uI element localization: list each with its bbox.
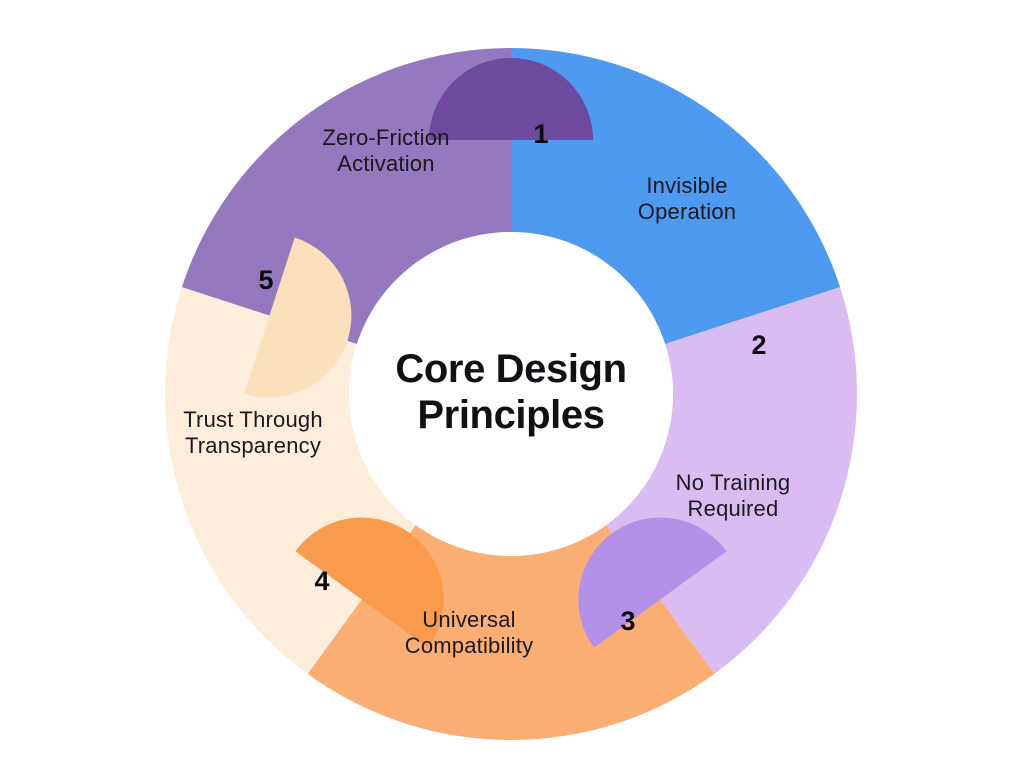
- badges-group: [244, 58, 727, 648]
- badge-disc-3[interactable]: [295, 517, 444, 648]
- badge-number-2: 2: [751, 330, 766, 360]
- badge-number-3: 3: [620, 606, 635, 636]
- badge-number-4: 4: [314, 566, 329, 596]
- segment-label-line1-4: Universal: [422, 607, 516, 632]
- segment-label-line2-1: Activation: [337, 151, 434, 176]
- segment-label-line1-2: Invisible: [646, 173, 727, 198]
- segment-1[interactable]: [511, 48, 841, 344]
- badge-disc-5[interactable]: [429, 58, 593, 140]
- segment-label-line1-1: Zero-Friction: [322, 125, 449, 150]
- segment-5[interactable]: [181, 48, 511, 344]
- segment-label-line2-4: Compatibility: [405, 633, 534, 658]
- badge-number-1: 1: [533, 119, 548, 149]
- badge-disc-4[interactable]: [244, 237, 352, 398]
- center-title-line2: Principles: [417, 393, 604, 437]
- segment-label-line2-5: Transparency: [185, 433, 321, 458]
- segment-label-line1-5: Trust Through: [183, 407, 323, 432]
- center-title-line1: Core Design: [395, 347, 626, 391]
- segment-label-line2-2: Operation: [638, 199, 736, 224]
- center-hole: [349, 232, 673, 556]
- segment-label-line1-3: No Training: [676, 470, 791, 495]
- badge-disc-2[interactable]: [578, 517, 727, 648]
- segment-numbers-group: 1 2 3 4 5: [258, 119, 766, 636]
- badge-number-5: 5: [258, 265, 273, 295]
- segment-label-line2-3: Required: [688, 496, 779, 521]
